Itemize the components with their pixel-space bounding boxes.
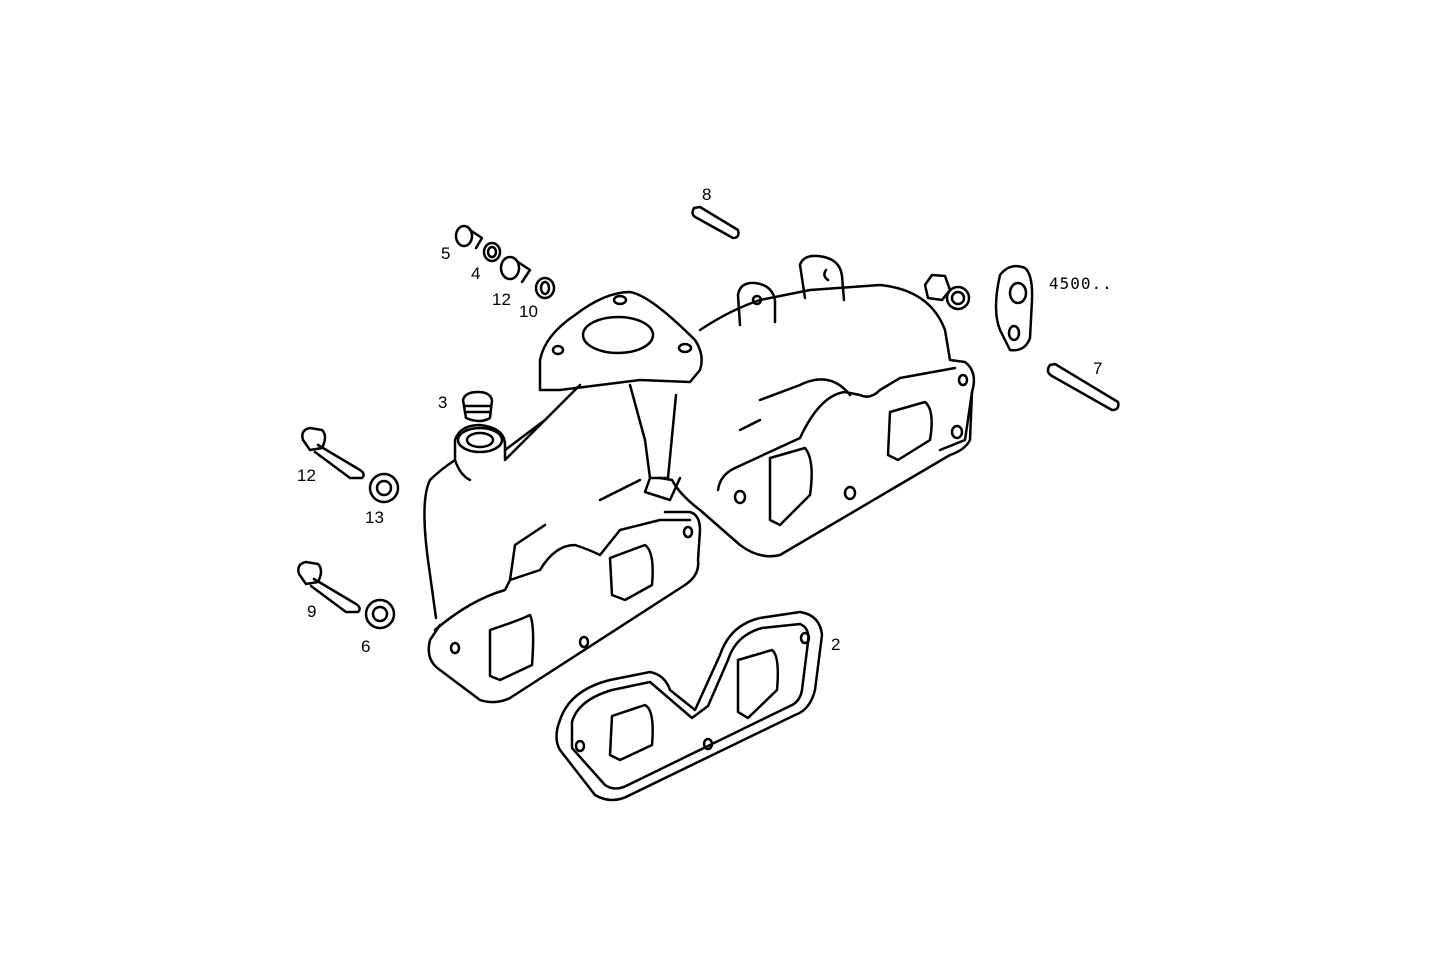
stud-part-7: [1046, 362, 1120, 412]
callout-8: 8: [702, 185, 712, 204]
callout-4: 4: [471, 264, 481, 283]
washer-part-13: [368, 472, 400, 504]
callout-9: 9: [307, 602, 317, 621]
callout-11: 12: [492, 290, 511, 309]
rear-manifold: [658, 254, 976, 558]
bolt-part-9: [297, 560, 361, 614]
washer-part-10: [534, 276, 556, 300]
callout-10: 10: [519, 302, 538, 321]
plug-part-3: [461, 390, 494, 423]
callout-5: 5: [441, 244, 451, 263]
callout-3: 3: [438, 393, 448, 412]
plug-part-5: [454, 224, 484, 250]
front-manifold: [423, 290, 703, 704]
bolt-part-12: [301, 426, 365, 480]
washer-part-4: [482, 241, 502, 263]
callout-12: 12: [297, 466, 316, 485]
callout-7: 7: [1093, 359, 1103, 378]
callout-13: 13: [365, 508, 384, 527]
nut-washer-4500: [923, 273, 971, 311]
washer-part-6: [364, 598, 396, 630]
callout-4500: 4500..: [1049, 274, 1113, 293]
lifting-bracket-4500: [994, 264, 1034, 352]
plug-part-11: [499, 255, 532, 284]
stud-part-8: [691, 205, 740, 240]
callout-2: 2: [831, 635, 841, 654]
gasket-part-2: [555, 610, 824, 802]
callout-6: 6: [361, 637, 371, 656]
